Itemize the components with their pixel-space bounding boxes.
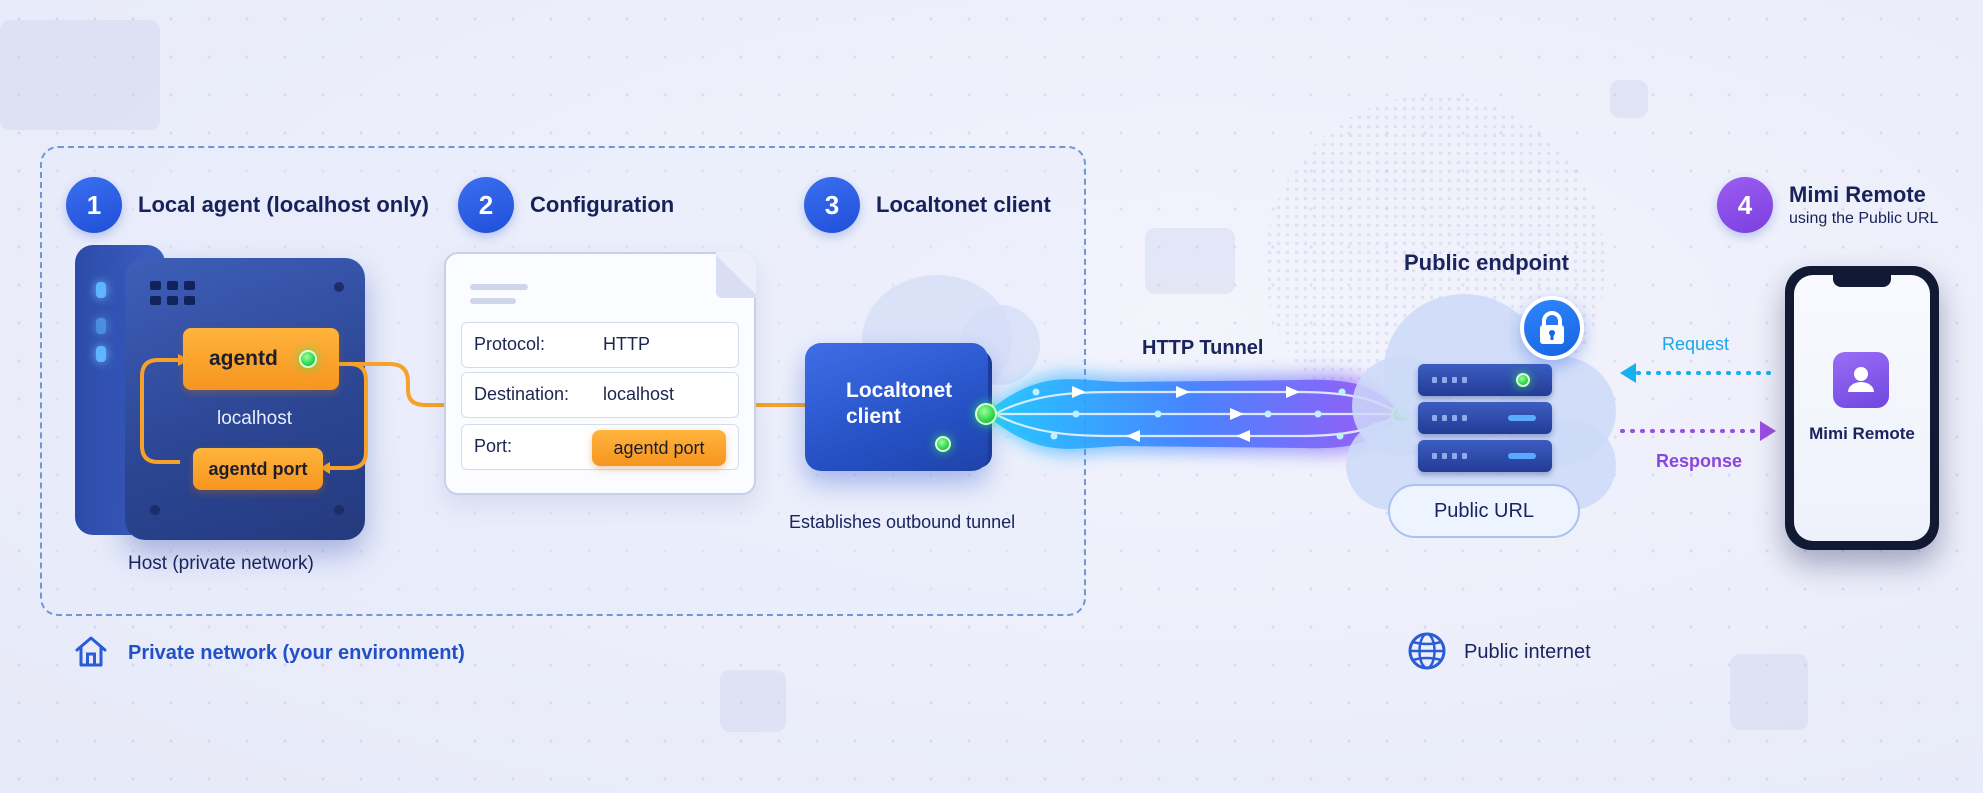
client-status-icon [935,436,951,452]
step-3-header: 3 Localtonet client [804,177,1051,233]
public-internet-label: Public internet [1464,641,1591,663]
config-key: Destination: [474,384,570,404]
phone-screen [1794,275,1930,541]
config-row-destination [461,372,739,418]
step-2-header: 2 Configuration [458,177,674,233]
decorative-square [0,20,160,130]
step-number-badge: 3 [804,177,860,233]
host-caption: Host (private network) [128,553,314,574]
config-row-protocol [461,322,739,368]
host-screw-icon [150,505,160,515]
document-fold-icon [716,252,756,298]
localhost-label: localhost [217,408,292,429]
document-line [470,284,528,290]
client-label-line2: client [846,405,901,428]
tunnel-endpoint-left-icon [975,403,997,425]
host-server [125,258,365,540]
decorative-square [1145,228,1235,294]
tunnel-label: HTTP Tunnel [1142,337,1264,359]
phone-app-label: Mimi Remote [1809,424,1915,443]
config-value-port: agentd port [592,430,726,466]
server-unit-3 [1418,440,1552,472]
decorative-square [1730,654,1808,730]
config-key: Port: [474,436,513,456]
step-subtitle: using the Public URL [1789,210,1939,227]
host-led-icon [96,346,106,362]
step-title: Mimi Remote [1789,182,1926,207]
step-number-badge: 2 [458,177,514,233]
config-value: localhost [603,384,675,404]
step-number-badge: 1 [66,177,122,233]
request-label: Request [1662,334,1730,354]
step-number-badge: 4 [1717,177,1773,233]
lock-icon [1520,296,1584,360]
host-vent-icon [150,281,195,305]
globe-icon [1408,632,1446,670]
response-label: Response [1656,451,1743,471]
client-device-label: Localtonet client [846,378,952,430]
decorative-square [1610,80,1648,118]
agentd-status-icon [299,350,317,368]
agentd-port: agentd port [193,448,323,490]
step-title: Localtonet client [876,192,1051,217]
step-title: Configuration [530,192,675,217]
config-value: HTTP [603,334,650,354]
private-network-label: Private network (your environment) [128,642,465,664]
agentd-process: agentd [183,328,339,390]
step-title: Local agent (localhost only) [138,192,429,217]
public-endpoint-title: Public endpoint [1404,250,1569,275]
client-caption: Establishes outbound tunnel [789,512,1016,532]
host-led-icon [96,282,106,298]
host-led-icon [96,318,106,334]
server-unit-2 [1418,402,1552,434]
client-label-line1: Localtonet [846,379,953,402]
phone-notch [1833,275,1891,287]
mimi-remote-app-icon[interactable] [1833,352,1889,408]
step-4-header: 4 Mimi Remote using the Public URL [1717,177,1938,233]
step-1-header: 1 Local agent (localhost only) [66,177,429,233]
user-icon [1848,367,1874,392]
server-status-icon [1516,373,1530,387]
lock-glyph-icon [1540,311,1564,344]
config-key: Protocol: [474,334,546,354]
host-screw-icon [334,505,344,515]
public-url-badge: Public URL [1388,484,1580,538]
house-icon [75,636,107,667]
host-screw-icon [334,282,344,292]
document-line [470,298,516,304]
decorative-square [720,670,786,732]
localtonet-client-device [805,343,988,471]
